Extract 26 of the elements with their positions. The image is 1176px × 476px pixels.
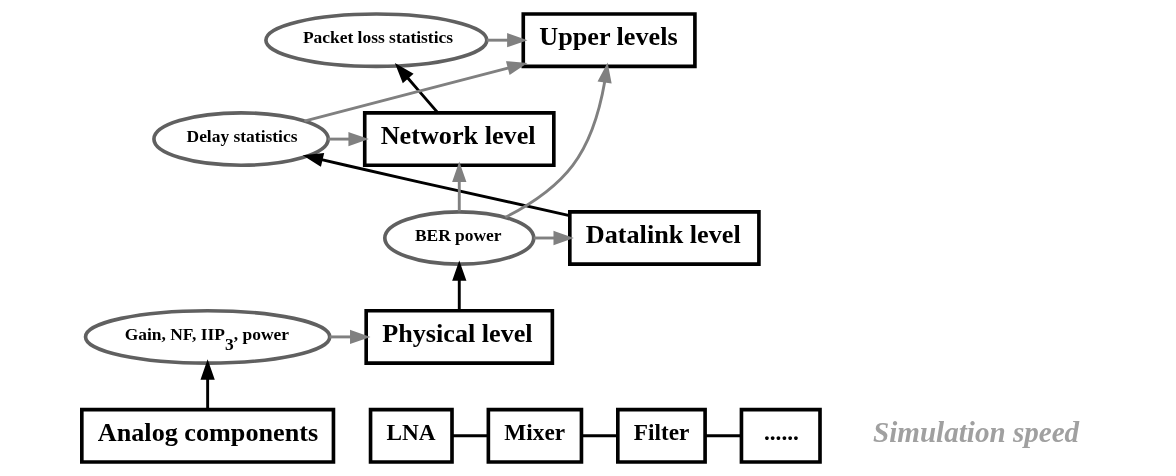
arrow	[504, 62, 612, 219]
arrow	[200, 359, 215, 410]
node-ellipse: BER power	[383, 210, 536, 266]
arrow	[328, 131, 369, 147]
arrow	[304, 61, 528, 123]
label: Simulation speed	[873, 415, 1080, 448]
node-box: Mixer	[486, 407, 584, 464]
arrow	[329, 329, 371, 345]
node-box: LNA	[368, 407, 454, 464]
arrow	[452, 260, 467, 311]
arrow	[533, 230, 574, 246]
node-box: Network level	[362, 111, 556, 168]
node-ellipse: Packet loss statistics	[264, 12, 489, 69]
node-box: Physical level	[364, 308, 555, 365]
node-box: Upper levels	[521, 12, 697, 69]
node-box: Datalink level	[568, 210, 761, 266]
node-box: Filter	[616, 407, 707, 464]
node-box: Analog components	[80, 407, 336, 464]
arrow	[486, 33, 528, 48]
connector	[705, 434, 742, 438]
arrow	[394, 63, 439, 114]
connector	[581, 434, 618, 438]
node-box: ......	[739, 407, 822, 464]
connector	[452, 434, 488, 438]
arrow	[452, 161, 467, 212]
arrow	[302, 152, 570, 218]
